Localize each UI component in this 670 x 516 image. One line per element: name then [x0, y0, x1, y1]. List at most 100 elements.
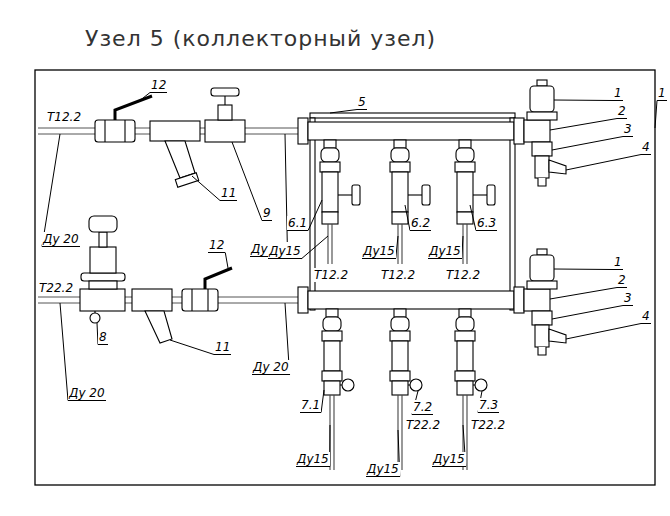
pipe-label: Ду 20 — [252, 360, 290, 375]
pipe-label: Ду 20 — [68, 386, 106, 401]
leader-line — [550, 288, 617, 300]
leader-line — [554, 269, 613, 271]
pipe-label: Ду15 — [268, 244, 302, 259]
pipe-line — [218, 303, 298, 304]
leader-line — [566, 324, 641, 340]
valve-symbol — [191, 289, 192, 311]
pipe-line — [172, 303, 182, 304]
leader-line — [330, 110, 357, 114]
callout-number: 3 — [623, 291, 633, 306]
pipe-label: Т12.2 — [380, 268, 416, 282]
leader-line — [225, 253, 228, 269]
callout-number: 7.3 — [478, 398, 499, 413]
callout-number: 12 — [150, 78, 167, 93]
valve-symbol — [207, 289, 208, 311]
pipe-line — [125, 303, 132, 304]
callout-number: 6.2 — [410, 216, 431, 231]
callout-number: 1 — [613, 255, 623, 270]
valve-symbol — [90, 247, 116, 273]
pipe-line — [38, 128, 298, 303]
callout-number: 2 — [617, 273, 627, 288]
pipe-line — [200, 128, 205, 129]
outlet-valve — [455, 309, 487, 470]
valve-symbol — [89, 216, 117, 232]
valve-symbol — [298, 118, 308, 144]
leader-line — [232, 142, 262, 221]
valve-symbol — [310, 113, 515, 118]
pipe-line — [200, 134, 205, 135]
valve-symbol — [81, 273, 125, 281]
frame — [35, 70, 655, 485]
callout-number: 1 — [657, 86, 667, 101]
pipe-label: Т12.2 — [46, 110, 82, 124]
valve-symbol — [182, 289, 218, 311]
valve-symbol — [115, 96, 152, 120]
outlet-valve — [390, 309, 422, 470]
leader-line — [552, 137, 623, 151]
valve-symbol — [124, 120, 125, 142]
leader-line — [462, 236, 463, 259]
valve-symbol — [308, 291, 514, 309]
outlet-valve — [390, 140, 430, 264]
valve-symbol — [175, 173, 198, 187]
air-vent-group — [514, 80, 566, 186]
air-vent-group — [514, 80, 566, 355]
pipe-label: Ду 20 — [42, 232, 80, 247]
pipe-label: Ду15 — [432, 452, 466, 467]
valve-symbol — [90, 313, 100, 323]
leader-line — [192, 176, 220, 201]
outlet-valve — [320, 140, 360, 264]
callout-number: 6.3 — [476, 216, 497, 231]
leader-line — [554, 100, 613, 102]
callout-number: 3 — [623, 122, 633, 137]
callout-number: 9 — [262, 206, 272, 221]
valve-symbol — [80, 289, 125, 311]
pipe-label: Ду15 — [296, 452, 330, 467]
valve-symbol — [150, 121, 200, 141]
valve-symbol — [80, 88, 515, 343]
valve-symbol — [510, 118, 515, 310]
pipe-label: Т22.2 — [470, 418, 506, 432]
callout-number: 1 — [613, 86, 623, 101]
pipe-line — [125, 297, 132, 298]
callout-number: 8 — [98, 330, 108, 345]
valve-symbol — [89, 281, 117, 289]
outlet-valve — [320, 140, 495, 470]
valve-symbol — [145, 311, 172, 343]
leader-line — [170, 340, 214, 355]
valve-symbol — [104, 120, 105, 142]
valve-symbol — [99, 232, 107, 247]
callout-number: 11 — [214, 340, 231, 355]
callout-number: 12 — [208, 238, 225, 253]
air-vent-group — [514, 249, 566, 355]
valve-symbol — [165, 141, 195, 178]
callout-number: 2 — [617, 104, 627, 119]
pipe-label: Т12.2 — [445, 268, 481, 282]
pipe-line — [172, 297, 182, 298]
leader-line — [60, 303, 68, 401]
valve-symbol — [224, 96, 225, 105]
leader-line — [396, 236, 398, 259]
pipe-label: Т12.2 — [313, 268, 349, 282]
valve-symbol — [205, 268, 232, 289]
pipe-line — [135, 134, 150, 135]
callout-number: 4 — [641, 140, 651, 155]
callout-number: 4 — [641, 309, 651, 324]
leader-line — [308, 200, 322, 231]
callout-number: 11 — [220, 186, 237, 201]
leader-line — [550, 119, 617, 131]
callout-number: 7.1 — [300, 398, 321, 413]
valve-symbol — [218, 105, 232, 120]
pipe-line — [135, 128, 150, 129]
pipe-label: Ду15 — [428, 244, 462, 259]
valve-symbol — [308, 122, 514, 140]
pipe-line — [38, 128, 95, 129]
pipe-label: Ду15 — [366, 462, 400, 477]
valve-symbol — [132, 289, 172, 311]
leader-line — [321, 390, 324, 413]
leader-line — [566, 155, 641, 171]
leader-line — [138, 93, 150, 103]
pipe-line — [245, 134, 298, 135]
leader-line — [552, 306, 623, 320]
